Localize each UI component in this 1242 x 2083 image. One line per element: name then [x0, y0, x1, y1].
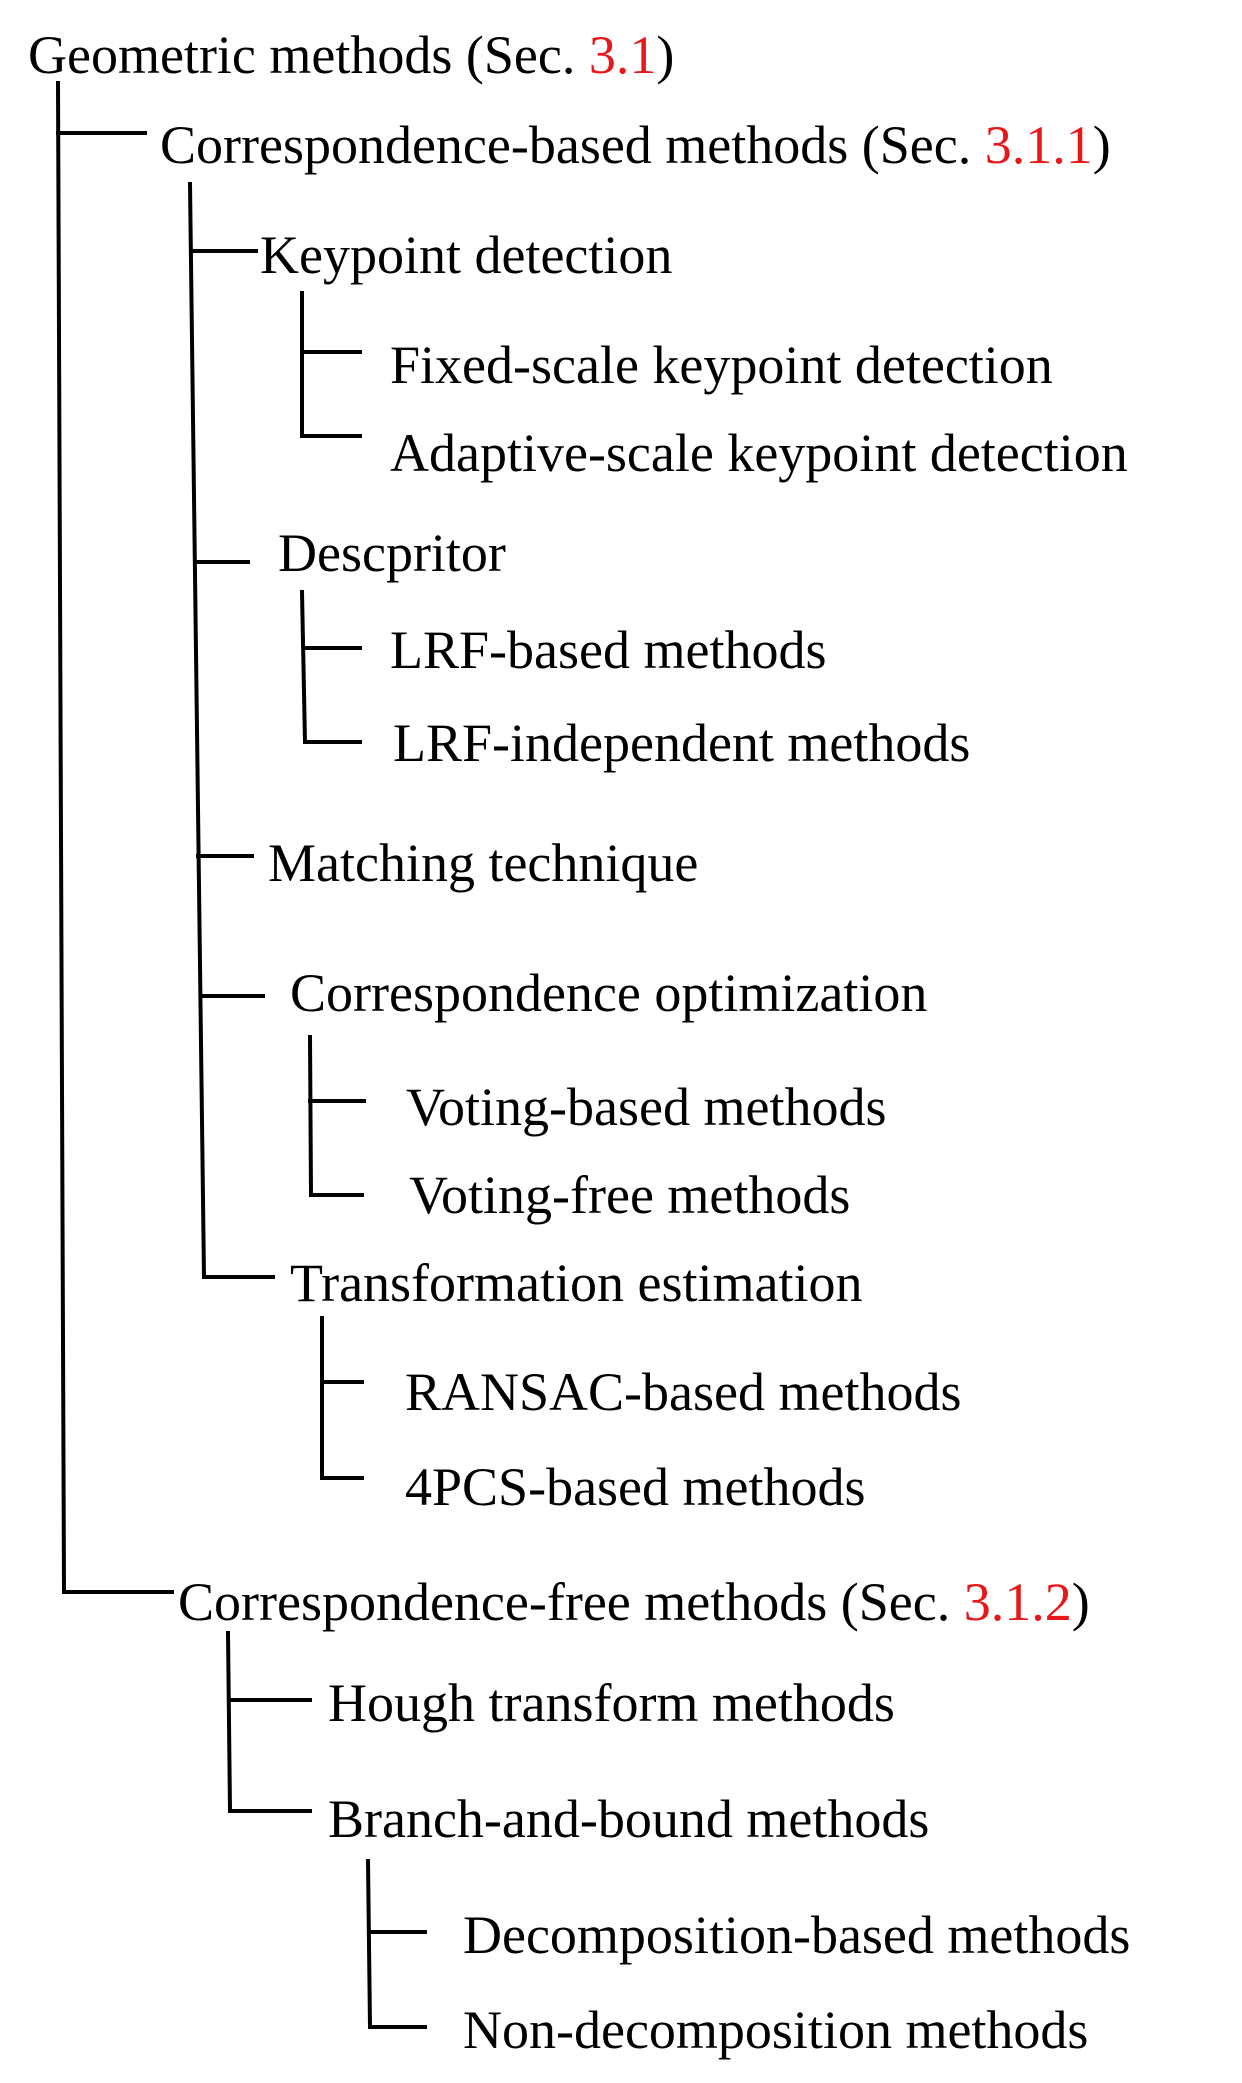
branch-and-bound-branch-line: [365, 1858, 427, 2029]
node-geometric-methods: Geometric methods (Sec. 3.1): [28, 28, 674, 82]
node-fixed-scale-keypoint-detection: Fixed-scale keypoint detection: [390, 335, 1053, 395]
node-correspondence-based-suffix: ): [1092, 115, 1111, 175]
section-reference-3-1-2: 3.1.2: [963, 1572, 1072, 1632]
node-descriptor: Descpritor: [278, 523, 506, 583]
node-non-decomposition-methods: Non-decomposition methods: [463, 2000, 1089, 2060]
node-correspondence-based-methods: Correspondence-based methods (Sec. 3.1.1…: [160, 118, 1111, 172]
node-decomposition-based-methods: Decomposition-based methods: [463, 1905, 1131, 1965]
node-voting-free-methods: Voting-free methods: [409, 1165, 851, 1225]
node-correspondence-free-label: Correspondence-free methods (Sec.: [178, 1572, 964, 1632]
node-correspondence-free-suffix: ): [1071, 1572, 1090, 1632]
keypoint-detection-branch-line: [300, 291, 362, 438]
node-correspondence-based-label: Correspondence-based methods (Sec.: [160, 115, 985, 175]
node-matching-technique: Matching technique: [268, 833, 699, 893]
node-lrf-based-methods: LRF-based methods: [390, 620, 827, 680]
root-trunk-line: [55, 80, 67, 1595]
node-correspondence-optimization: Correspondence optimization: [290, 963, 928, 1023]
node-lrf-independent-methods: LRF-independent methods: [393, 713, 971, 773]
node-4pcs-based-methods: 4PCS-based methods: [405, 1457, 866, 1517]
descriptor-branch-line: [299, 589, 362, 744]
node-voting-based-methods: Voting-based methods: [406, 1077, 887, 1137]
node-ransac-based-methods: RANSAC-based methods: [405, 1362, 962, 1422]
node-branch-and-bound-methods: Branch-and-bound methods: [328, 1789, 930, 1849]
node-geometric-methods-suffix: ): [656, 25, 675, 85]
correspondence-optimization-branch-line: [307, 1034, 364, 1197]
node-transformation-estimation: Transformation estimation: [290, 1253, 863, 1313]
node-geometric-methods-label: Geometric methods (Sec.: [28, 25, 589, 85]
node-hough-transform-methods: Hough transform methods: [328, 1673, 895, 1733]
node-correspondence-free-methods: Correspondence-free methods (Sec. 3.1.2): [178, 1575, 1090, 1629]
section-reference-3-1-1: 3.1.1: [984, 115, 1093, 175]
correspondence-based-trunk-line: [187, 181, 207, 1280]
correspondence-free-trunk-line: [225, 1630, 312, 1813]
section-reference-3-1: 3.1: [588, 25, 657, 85]
node-keypoint-detection: Keypoint detection: [260, 225, 673, 285]
transformation-estimation-branch-line: [320, 1316, 364, 1480]
node-adaptive-scale-keypoint-detection: Adaptive-scale keypoint detection: [390, 423, 1128, 483]
